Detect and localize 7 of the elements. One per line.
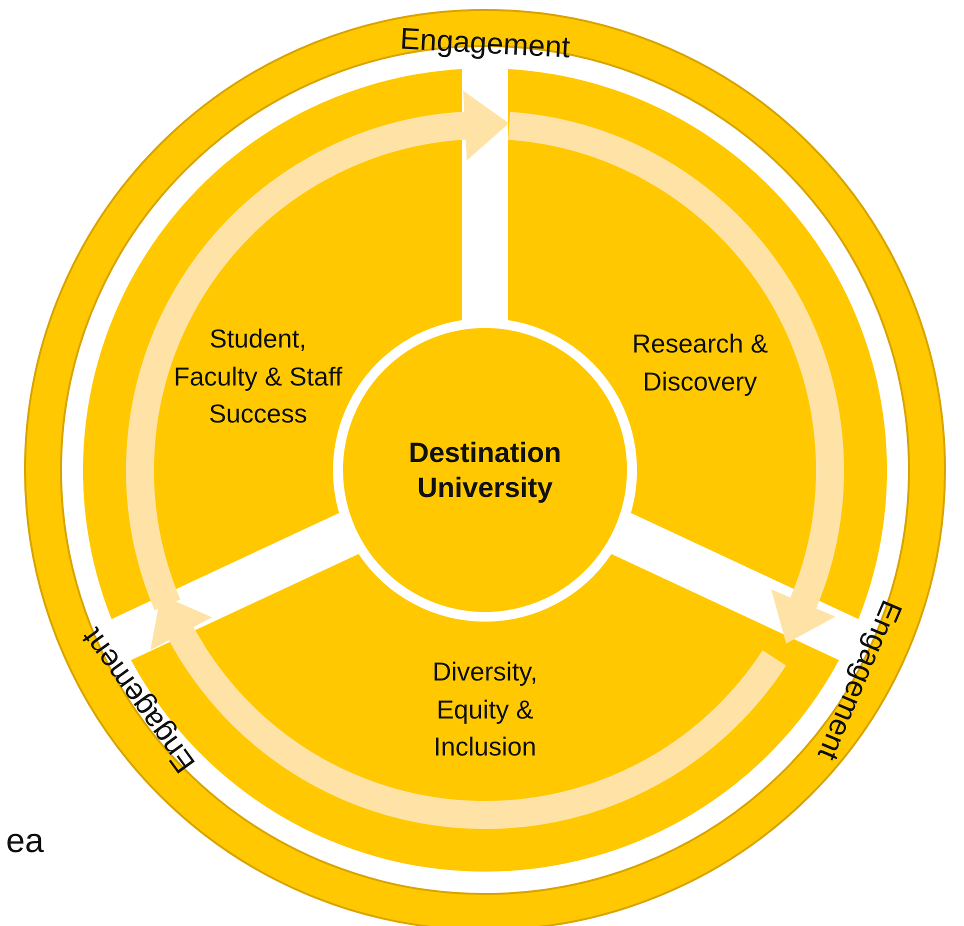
sector-label: Student, Faculty & Staff Success	[172, 322, 343, 431]
sector-label: Research & Discovery	[631, 327, 769, 398]
ring-label: Engagement	[399, 22, 571, 66]
sector-label: Diversity, Equity & Inclusion	[432, 655, 538, 764]
curved-arrow	[126, 90, 509, 610]
center-label: Destination University	[408, 436, 562, 505]
note-text: ea	[6, 822, 44, 861]
